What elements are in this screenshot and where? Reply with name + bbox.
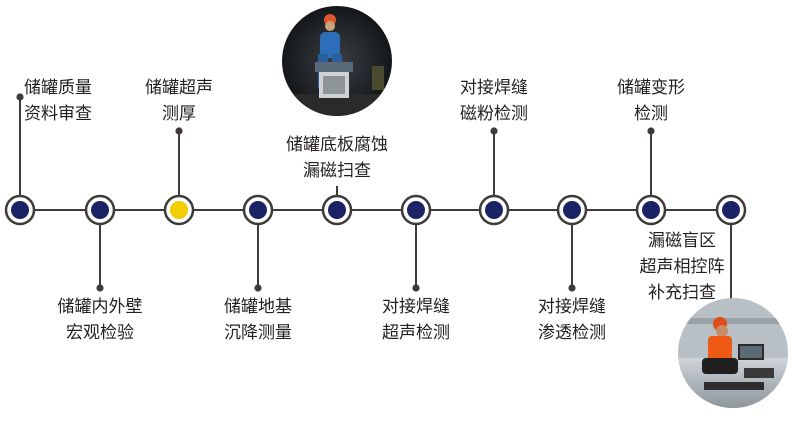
step-label-3: 储罐超声 测厚	[145, 75, 213, 127]
connector-endpoint-4	[254, 284, 262, 292]
step-label-10: 漏磁盲区 超声相控阵 补充扫查	[640, 228, 725, 306]
timeline-node-8	[563, 201, 581, 219]
connector-endpoint-7	[490, 127, 498, 135]
connector-endpoint-8	[568, 284, 576, 292]
step-label-10-line-2: 超声相控阵	[639, 257, 725, 277]
step-label-1-line-2: 资料审查	[24, 104, 92, 124]
step-label-10-line-3: 补充扫查	[648, 283, 716, 303]
step-label-6: 对接焊缝 超声检测	[382, 294, 450, 346]
connector-endpoint-1	[16, 93, 24, 101]
step-label-2-line-1: 储罐内外壁	[57, 297, 143, 317]
step-label-8-line-2: 渗透检测	[538, 323, 606, 343]
step-label-2: 储罐内外壁 宏观检验	[58, 294, 143, 346]
connector-endpoint-6	[412, 284, 420, 292]
timeline-node-10	[722, 201, 740, 219]
step-label-8: 对接焊缝 渗透检测	[538, 294, 606, 346]
step-label-9: 储罐变形 检测	[617, 75, 685, 127]
timeline-node-3	[170, 201, 188, 219]
step-label-7: 对接焊缝 磁粉检测	[460, 75, 528, 127]
connector-endpoint-3	[175, 127, 183, 135]
step-label-8-line-1: 对接焊缝	[538, 297, 606, 317]
step-label-3-line-1: 储罐超声	[145, 78, 213, 98]
step-label-5: 储罐底板腐蚀 漏磁扫查	[286, 132, 388, 184]
timeline-node-4	[249, 201, 267, 219]
step-label-1-line-1: 储罐质量	[24, 78, 92, 98]
timeline-node-6	[407, 201, 425, 219]
step-label-4-line-1: 储罐地基	[224, 297, 292, 317]
step-label-7-line-2: 磁粉检测	[460, 104, 528, 124]
step-label-2-line-2: 宏观检验	[66, 323, 134, 343]
step-label-7-line-1: 对接焊缝	[460, 78, 528, 98]
phased-array-photo	[678, 298, 788, 408]
step-label-1: 储罐质量 资料审查	[24, 75, 92, 127]
timeline-node-9	[642, 201, 660, 219]
timeline-node-7	[485, 201, 503, 219]
step-label-9-line-2: 检测	[634, 104, 668, 124]
step-label-10-line-1: 漏磁盲区	[648, 231, 716, 251]
step-label-4: 储罐地基 沉降测量	[224, 294, 292, 346]
connector-endpoint-2	[96, 284, 104, 292]
step-label-9-line-1: 储罐变形	[617, 78, 685, 98]
timeline-node-5	[328, 201, 346, 219]
connector-endpoint-9	[647, 127, 655, 135]
timeline-node-2	[91, 201, 109, 219]
step-label-6-line-2: 超声检测	[382, 323, 450, 343]
step-label-5-line-2: 漏磁扫查	[303, 161, 371, 181]
step-label-6-line-1: 对接焊缝	[382, 297, 450, 317]
timeline-node-1	[11, 201, 29, 219]
step-label-5-line-1: 储罐底板腐蚀	[286, 135, 388, 155]
step-label-4-line-2: 沉降测量	[224, 323, 292, 343]
step-label-3-line-2: 测厚	[162, 104, 196, 124]
floor-scanner-photo	[282, 6, 392, 116]
